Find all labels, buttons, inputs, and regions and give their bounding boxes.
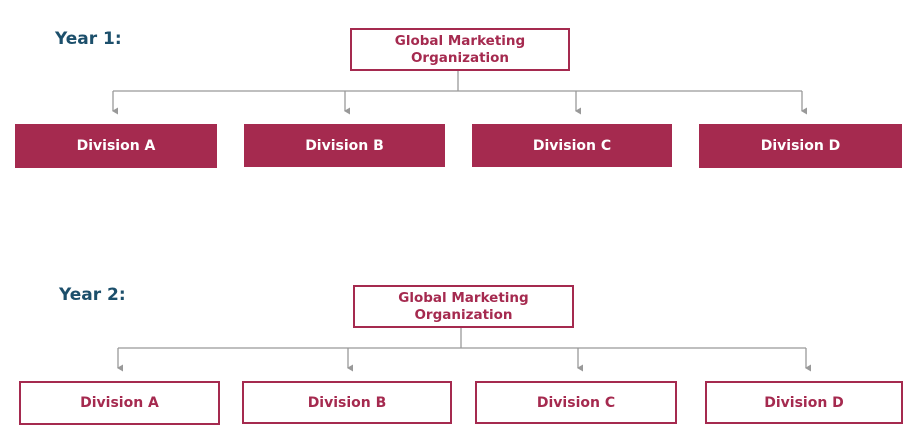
year1-division-b: Division B [244, 124, 445, 167]
year2-division-b: Division B [242, 381, 452, 424]
year1-root-line1: Global Marketing [394, 32, 526, 49]
year1-division-a: Division A [15, 124, 217, 168]
year2-division-c: Division C [475, 381, 677, 424]
year2-label: Year 2: [59, 285, 126, 305]
year2-root-line2: Organization [414, 306, 513, 323]
year2-division-d: Division D [705, 381, 903, 424]
year1-division-c: Division C [472, 124, 672, 167]
year1-label: Year 1: [55, 29, 122, 49]
year1-division-d: Division D [699, 124, 902, 168]
year2-root-line1: Global Marketing [398, 289, 529, 306]
year2-connectors [117, 328, 811, 372]
year1-connectors [112, 71, 807, 115]
year1-root-line2: Organization [410, 49, 510, 66]
year1-root-box: Global Marketing Organization [350, 28, 570, 71]
year2-division-a: Division A [19, 381, 220, 425]
year2-root-box: Global Marketing Organization [353, 285, 574, 328]
